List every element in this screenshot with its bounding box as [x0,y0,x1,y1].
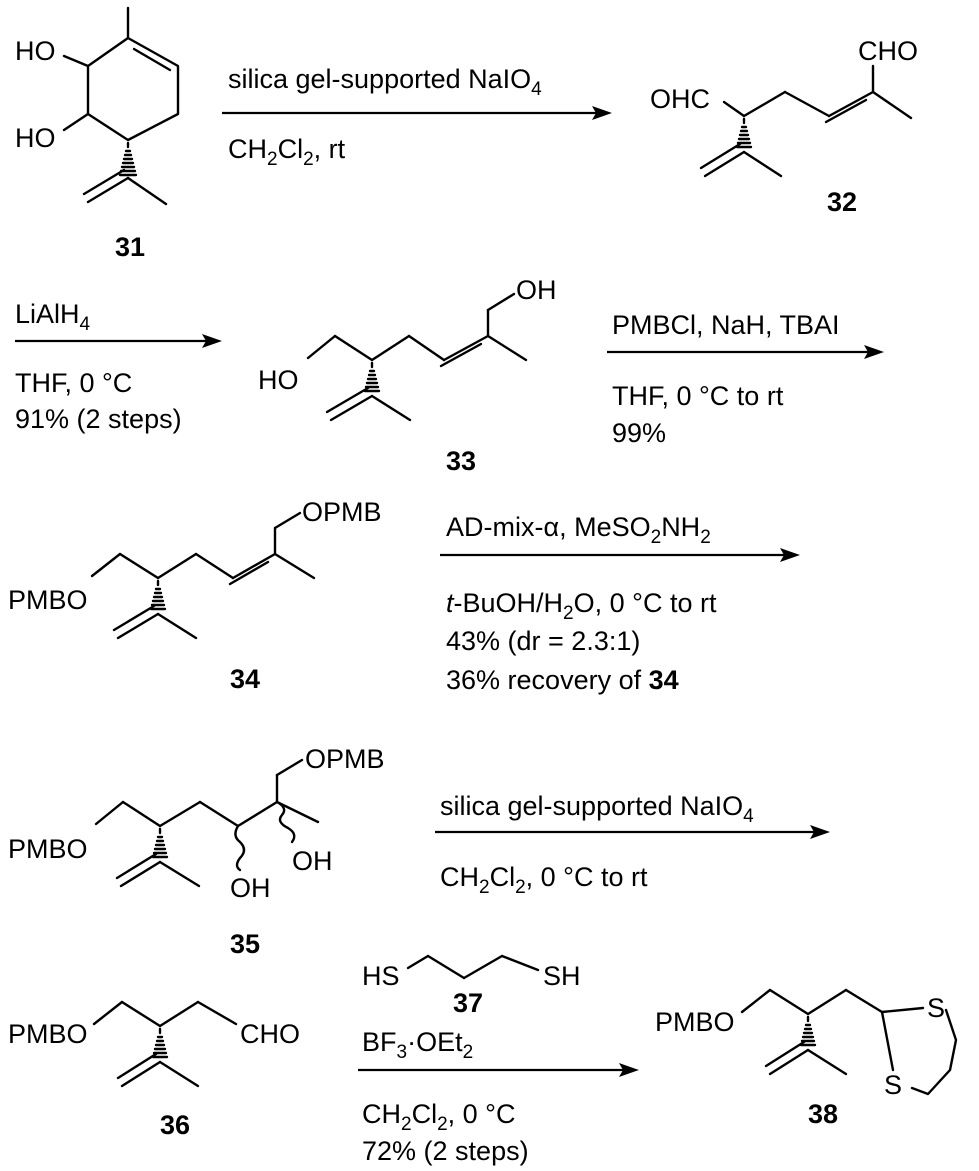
c36-pmbo: PMBO [8,1019,88,1049]
step4-recovery: 36% recovery of 34 [446,665,679,695]
c33-ho: HO [258,365,299,395]
reaction-arrow-5 [435,825,830,839]
compound-34-structure: OPMB PMBO [8,497,382,640]
step1-reagent: silica gel-supported NaIO4 [228,64,542,100]
compound-36-structure: PMBO CHO [8,1000,300,1088]
reaction-arrow-6 [358,1063,639,1077]
c31-ho-bottom: HO [15,123,56,153]
reaction-arrow-1 [222,106,612,120]
step2-yield: 91% (2 steps) [15,404,182,434]
reaction-arrow-2 [15,334,222,348]
c35-oh-left: OH [230,873,271,903]
c38-s-bottom: S [884,1070,902,1100]
c35-pmbo: PMBO [8,834,88,864]
compound-38-label: 38 [808,1099,838,1129]
c34-pmbo: PMBO [8,585,88,615]
step3-yield: 99% [612,418,666,448]
compound-31-label: 31 [115,232,145,262]
step3-conditions: THF, 0 °C to rt [612,381,784,411]
step4-reagent: AD-mix-α, MeSO2NH2 [446,512,711,548]
c32-cho: CHO [858,36,918,66]
c37-sh: SH [543,961,581,991]
compound-37-structure: HS SH [362,954,581,991]
step2-conditions: THF, 0 °C [15,368,132,398]
c34-opmb: OPMB [302,497,382,527]
step1-conditions: CH2Cl2, rt [228,134,346,170]
compound-33-structure: OH HO [258,275,557,422]
compound-32-structure: CHO OHC [650,36,918,178]
c33-oh: OH [516,275,557,305]
compound-38-structure: PMBO S S [655,988,958,1100]
c31-ho-top: HO [15,36,56,66]
compound-33-label: 33 [446,446,476,476]
c38-s-top: S [927,993,945,1023]
step3-reagent: PMBCl, NaH, TBAI [612,310,840,340]
step5-reagent: silica gel-supported NaIO4 [440,791,754,827]
compound-34-label: 34 [230,664,260,694]
step4-conditions: t-BuOH/H2O, 0 °C to rt [446,588,717,624]
step2-reagent: LiAlH4 [15,299,91,335]
c36-cho: CHO [240,1019,300,1049]
compound-35-structure: OPMB PMBO OH OH [8,744,385,903]
reaction-arrow-3 [607,345,884,359]
compound-36-label: 36 [160,1110,190,1140]
compound-32-label: 32 [827,187,857,217]
step6-yield: 72% (2 steps) [362,1136,529,1166]
c35-oh-right: OH [292,846,333,876]
c38-pmbo: PMBO [655,1007,735,1037]
c32-ohc: OHC [650,84,710,114]
compound-37-label: 37 [453,988,483,1018]
c35-opmb: OPMB [305,744,385,774]
compound-35-label: 35 [230,929,260,959]
c37-hs: HS [362,961,400,991]
step6-reagent: BF3·OEt2 [362,1027,473,1063]
step6-conditions: CH2Cl2, 0 °C [362,1099,515,1135]
step4-yield: 43% (dr = 2.3:1) [446,626,640,656]
compound-31-structure: HO HO [15,6,180,206]
reaction-arrow-4 [440,548,800,562]
step5-conditions: CH2Cl2, 0 °C to rt [440,862,648,898]
